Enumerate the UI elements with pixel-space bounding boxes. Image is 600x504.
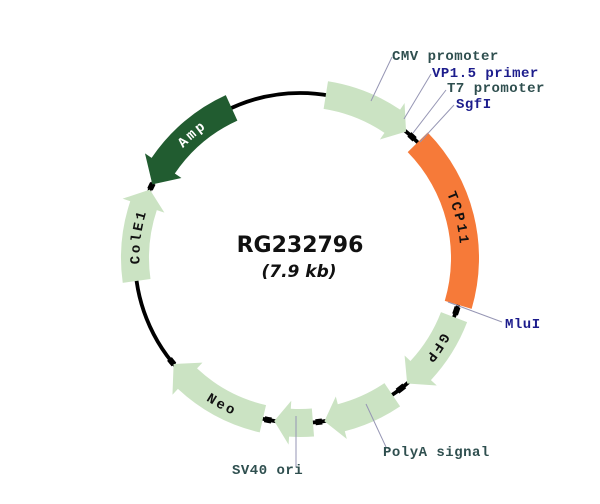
callout-line-mlui <box>447 301 503 323</box>
arc-label-text-cole1: ColE1 <box>128 208 148 265</box>
callout-line-sgfi <box>419 104 455 143</box>
feature-arc-amp <box>144 95 238 185</box>
callout-label-t7-promoter: T7 promoter <box>447 81 545 97</box>
arc-label-cole1: ColE1 <box>128 208 151 265</box>
plasmid-size-label: (7.9 kb) <box>261 262 336 282</box>
site-tick-2 <box>395 383 407 394</box>
callout-line-cmv-promoter <box>370 56 393 102</box>
callout-label-mlui: MluI <box>505 317 541 333</box>
site-tick-0 <box>407 132 417 142</box>
feature-arc-cole1 <box>120 189 165 283</box>
callout-leader-lines <box>295 56 503 467</box>
feature-arc-neo <box>172 362 267 433</box>
callout-label-vp1-5-primer: VP1.5 primer <box>432 66 539 82</box>
callout-label-sv40-ori: SV40 ori <box>232 463 303 479</box>
feature-arc-polya-signal <box>324 383 401 440</box>
feature-arc-gfp <box>404 312 468 386</box>
callout-line-polya-signal <box>365 403 387 448</box>
feature-arc-cmv-promoter <box>323 81 407 140</box>
callout-label-cmv-promoter: CMV promoter <box>392 49 499 65</box>
feature-arcs <box>120 81 480 445</box>
plasmid-title: RG232796 <box>237 233 364 258</box>
site-tick-3 <box>315 418 323 426</box>
site-tick-4 <box>263 416 272 424</box>
feature-arc-tcp11 <box>407 132 480 309</box>
callout-line-vp1-5-primer <box>403 73 432 120</box>
site-tick-1 <box>452 306 461 316</box>
site-tick-5 <box>167 357 177 367</box>
callout-label-sgfi: SgfI <box>456 97 492 113</box>
callout-label-polya-signal: PolyA signal <box>383 445 490 461</box>
feature-arc-sv40-ori <box>274 400 315 445</box>
callout-line-t7-promoter <box>412 89 447 134</box>
